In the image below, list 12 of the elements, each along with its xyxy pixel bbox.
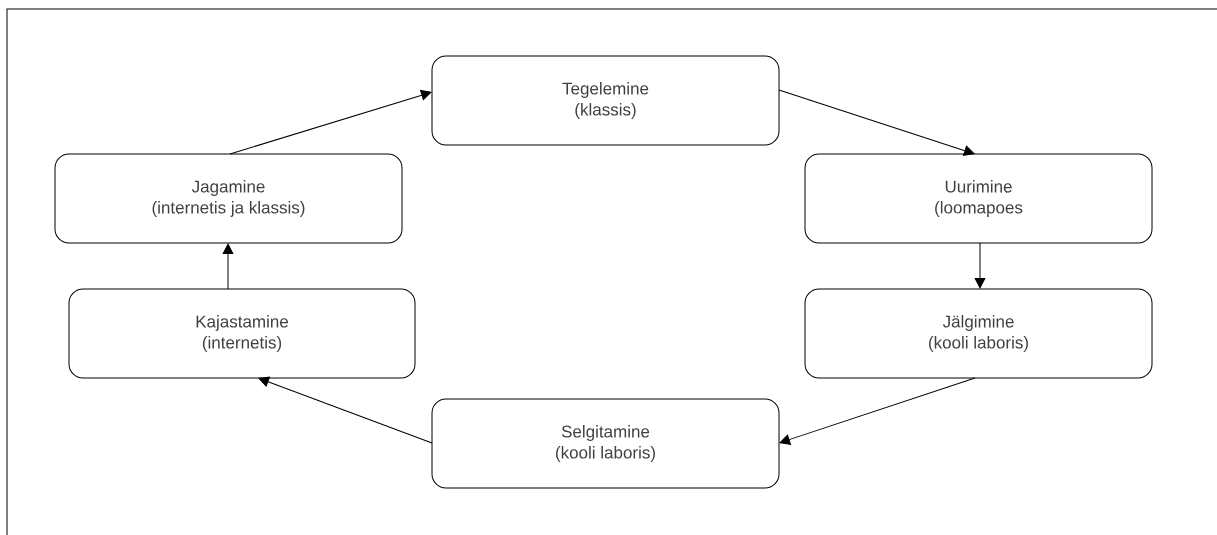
arrow [779, 377, 976, 445]
arrow [974, 242, 986, 289]
process-box: Jagamine (internetis ja klassis) [54, 153, 403, 244]
process-box: Jälgimine (kooli laboris) [804, 288, 1153, 379]
process-box: Selgitamine (kooli laboris) [431, 398, 780, 489]
arrow [778, 89, 975, 156]
arrow [222, 243, 234, 290]
process-box: Tegelemine (klassis) [431, 55, 780, 146]
arrow [229, 89, 432, 155]
process-box: Uurimine (loomapoes [804, 153, 1153, 244]
arrow [258, 376, 433, 444]
process-box: Kajastamine (internetis) [68, 288, 416, 379]
